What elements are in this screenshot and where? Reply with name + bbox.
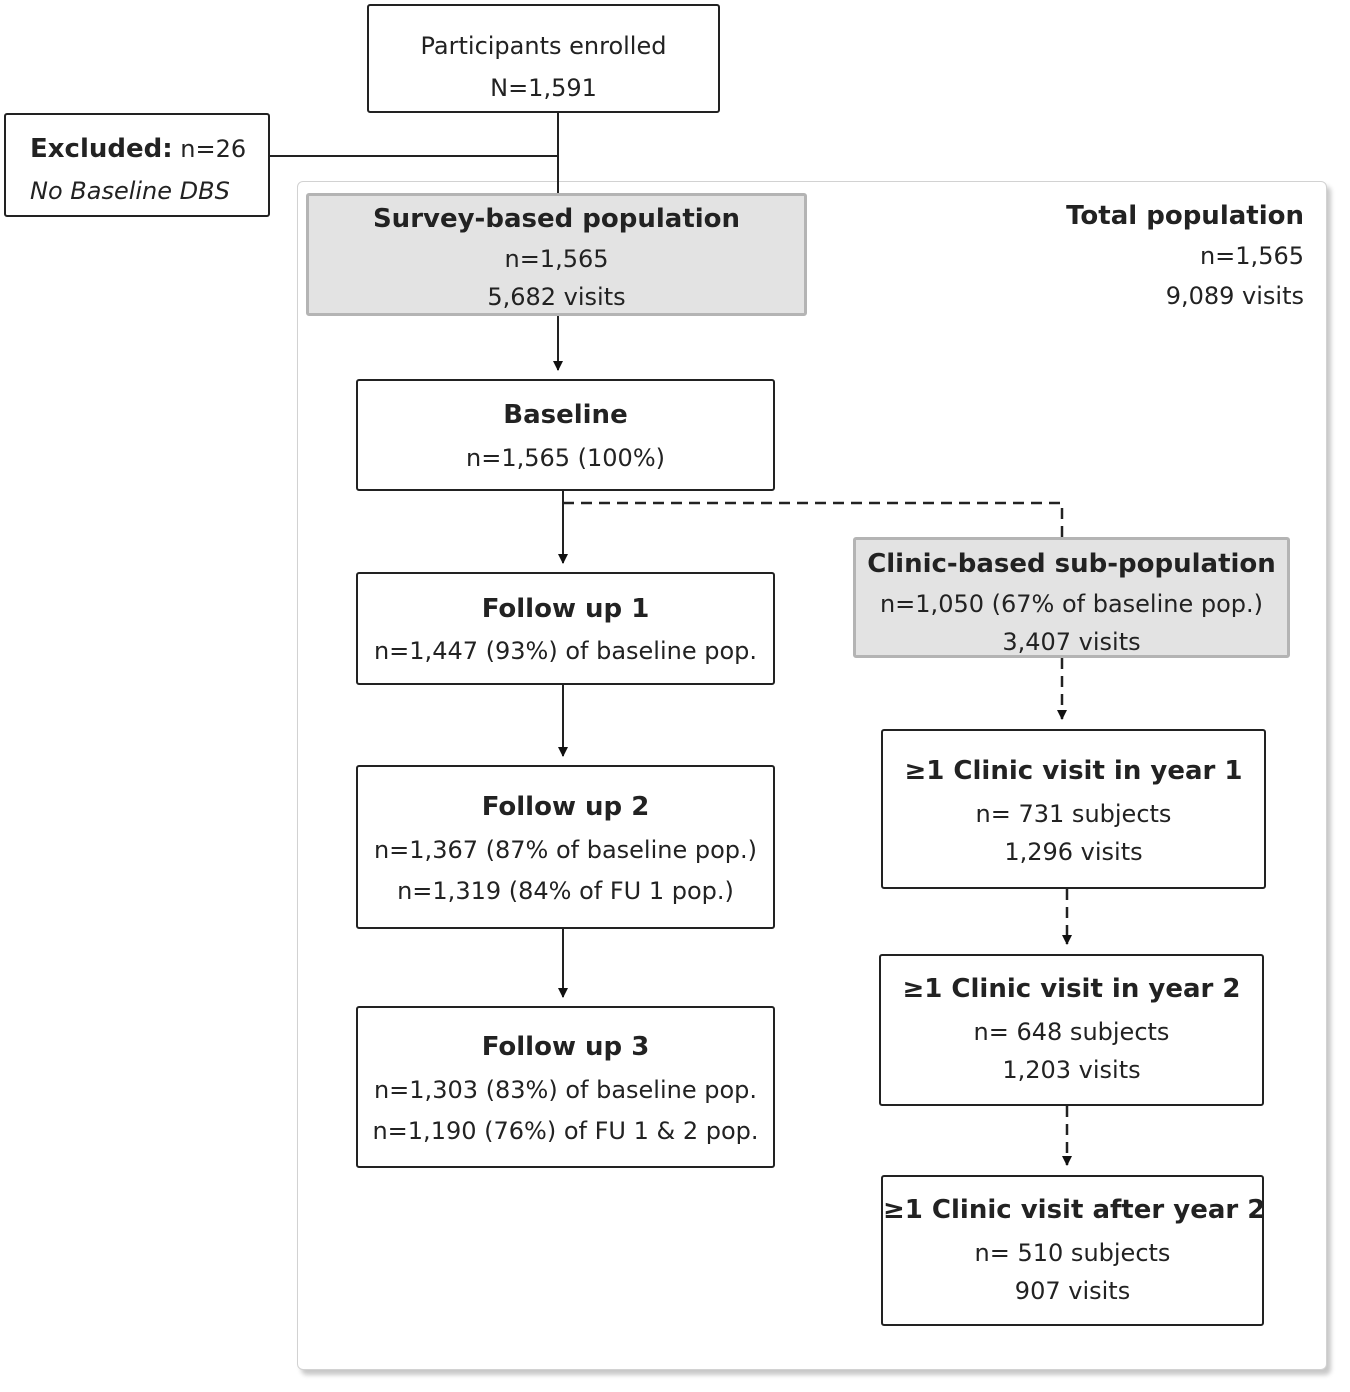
follow-up-3-box: Follow up 3 n=1,303 (83%) of baseline po… (356, 1006, 775, 1168)
total-population-visits: 9,089 visits (1165, 282, 1304, 310)
clinic-year-1-subjects: n= 731 subjects (975, 800, 1172, 828)
follow-up-3-title: Follow up 3 (481, 1032, 650, 1062)
survey-population-count: n=1,565 (504, 245, 609, 273)
clinic-year-1-visits: 1,296 visits (1004, 838, 1143, 866)
clinic-year-2-box: ≥1 Clinic visit in year 2 n= 648 subject… (879, 954, 1264, 1106)
enrolled-box: Participants enrolled N=1,591 (367, 4, 720, 113)
clinic-year-2-subjects: n= 648 subjects (973, 1018, 1170, 1046)
excluded-box: Excluded: n=26 No Baseline DBS (4, 113, 270, 217)
total-population-label: Total population n=1,565 9,089 visits (1066, 196, 1304, 316)
survey-population-box: Survey-based population n=1,565 5,682 vi… (306, 193, 807, 316)
clinic-after-year-2-subjects: n= 510 subjects (974, 1239, 1171, 1267)
clinic-after-year-2-box: ≥1 Clinic visit after year 2 n= 510 subj… (881, 1175, 1266, 1326)
clinic-year-1-title: ≥1 Clinic visit in year 1 (904, 756, 1243, 786)
follow-up-2-line2: n=1,319 (84% of FU 1 pop.) (397, 877, 734, 905)
follow-up-3-line2: n=1,190 (76%) of FU 1 & 2 pop. (372, 1117, 759, 1145)
baseline-to-clinic-dashed (563, 501, 1064, 537)
follow-up-2-title: Follow up 2 (481, 792, 650, 822)
follow-up-1-title: Follow up 1 (481, 594, 650, 624)
excluded-reason: No Baseline DBS (30, 177, 230, 205)
excluded-label: Excluded: (30, 134, 173, 164)
baseline-title: Baseline (503, 400, 628, 430)
survey-population-title: Survey-based population (372, 204, 741, 234)
clinic-year-1-box: ≥1 Clinic visit in year 1 n= 731 subject… (881, 729, 1266, 889)
enrolled-title: Participants enrolled (420, 32, 667, 60)
follow-up-2-line1: n=1,367 (87% of baseline pop.) (373, 836, 758, 864)
clinic-subpopulation-visits: 3,407 visits (1002, 628, 1141, 656)
excluded-count: n=26 (180, 135, 247, 163)
clinic-subpopulation-count: n=1,050 (67% of baseline pop.) (879, 590, 1264, 618)
survey-population-visits: 5,682 visits (487, 283, 626, 311)
clinic-year-2-title: ≥1 Clinic visit in year 2 (902, 974, 1241, 1004)
clinic-year-2-visits: 1,203 visits (1002, 1056, 1141, 1084)
follow-up-3-line1: n=1,303 (83%) of baseline pop. (373, 1076, 758, 1104)
clinic-subpopulation-title: Clinic-based sub-population (867, 549, 1276, 579)
follow-up-1-line1: n=1,447 (93%) of baseline pop. (373, 637, 758, 665)
baseline-count: n=1,565 (100%) (466, 444, 665, 472)
total-population-count: n=1,565 (1199, 242, 1304, 270)
enrolled-count: N=1,591 (490, 74, 597, 102)
clinic-after-year-2-visits: 907 visits (1014, 1277, 1131, 1305)
total-population-title: Total population (1066, 201, 1304, 231)
clinic-after-year-2-title: ≥1 Clinic visit after year 2 (883, 1195, 1266, 1225)
follow-up-1-box: Follow up 1 n=1,447 (93%) of baseline po… (356, 572, 775, 685)
baseline-box: Baseline n=1,565 (100%) (356, 379, 775, 491)
follow-up-2-box: Follow up 2 n=1,367 (87% of baseline pop… (356, 765, 775, 929)
clinic-subpopulation-box: Clinic-based sub-population n=1,050 (67%… (853, 537, 1290, 658)
